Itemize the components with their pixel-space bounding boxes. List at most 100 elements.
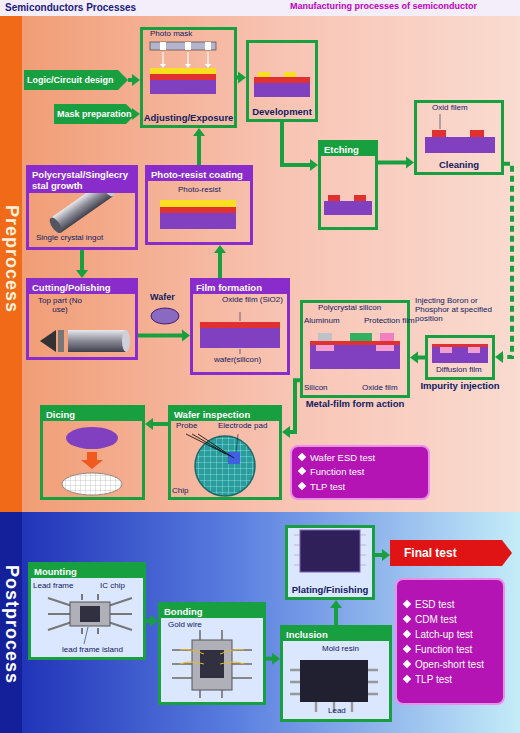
flow-line bbox=[290, 380, 300, 432]
part-label: Photo mask bbox=[150, 30, 192, 39]
material-box: Cutting/Polishing bbox=[26, 278, 138, 360]
step-name: Metal-film form action bbox=[306, 398, 405, 409]
page-title: Semiconductors Processes bbox=[5, 2, 136, 14]
part-label: Oxide film bbox=[362, 384, 398, 393]
part-label: Lead bbox=[328, 707, 346, 716]
flow-line bbox=[266, 657, 272, 661]
flow-line bbox=[375, 553, 382, 557]
arrow-head bbox=[182, 329, 190, 341]
part-label: Silicon bbox=[304, 384, 328, 393]
arrow-step: Mask preparation bbox=[54, 104, 136, 124]
flow-arrow bbox=[138, 329, 190, 341]
part-label: Single crystal ingot bbox=[36, 234, 103, 243]
step-name: Logic/Circuit design bbox=[27, 75, 114, 85]
step-name: Photo-resist coating bbox=[148, 168, 250, 181]
test-item: ESD test bbox=[403, 597, 497, 612]
part-label: Gold wire bbox=[168, 621, 202, 630]
flow-line bbox=[128, 78, 132, 82]
test-name: Open-short test bbox=[415, 659, 484, 670]
arrow-head bbox=[145, 418, 153, 430]
step-name: Bonding bbox=[161, 605, 263, 618]
arrow-head bbox=[382, 549, 390, 561]
process-box: Bonding bbox=[158, 602, 266, 705]
part-label: Electrode pad bbox=[218, 422, 267, 431]
bullet-diamond bbox=[403, 599, 411, 607]
test-name: Function test bbox=[310, 466, 364, 477]
test-item: CDM test bbox=[403, 612, 497, 627]
step-name: Etching bbox=[321, 143, 375, 156]
test-name: TLP test bbox=[310, 481, 345, 492]
flow-arrow bbox=[375, 549, 390, 561]
bullet-diamond bbox=[403, 674, 411, 682]
step-name: Final test bbox=[404, 546, 457, 560]
flow-line bbox=[197, 136, 201, 165]
part-label: Oxid filem bbox=[432, 104, 468, 113]
flow-arrow bbox=[378, 157, 414, 169]
process-box: Etching bbox=[318, 140, 378, 230]
arrow-head bbox=[193, 128, 205, 136]
bullet-diamond bbox=[298, 481, 306, 489]
test-item: Wafer ESD test bbox=[298, 451, 422, 465]
test-name: CDM test bbox=[415, 614, 457, 625]
step-name: Wafer inspection bbox=[171, 408, 279, 421]
step-name: Adjusting/Exposure bbox=[142, 112, 236, 125]
test-name: Wafer ESD test bbox=[310, 452, 375, 463]
flow-line bbox=[334, 608, 338, 625]
process-box: Development bbox=[246, 40, 318, 122]
flow-arrow bbox=[330, 600, 342, 625]
bullet-diamond bbox=[403, 644, 411, 652]
flow-arrow bbox=[76, 250, 88, 278]
test-item: TLP test bbox=[298, 480, 422, 494]
step-name: Impurity injection bbox=[420, 380, 499, 391]
part-label: IC chip bbox=[100, 582, 125, 591]
flow-arrow bbox=[214, 245, 226, 278]
flow-line bbox=[503, 164, 512, 357]
part-label: Injecting Boron or Phosphor at specified… bbox=[415, 297, 505, 323]
step-name: Cutting/Polishing bbox=[29, 281, 135, 294]
section-label: Postprocess bbox=[1, 565, 21, 684]
flow-arrow bbox=[495, 164, 512, 363]
subtitle: Manufacturing processes of semiconductor bbox=[290, 2, 477, 12]
test-item: TLP test bbox=[403, 672, 497, 687]
arrow-head bbox=[406, 157, 414, 169]
arrow-head bbox=[132, 74, 140, 86]
flow-line bbox=[218, 253, 222, 278]
part-label: Lead frame bbox=[33, 582, 73, 591]
test-name: Latch-up test bbox=[415, 629, 473, 640]
part-label: Wafer bbox=[150, 293, 175, 303]
part-label: Diffusion film bbox=[436, 366, 482, 375]
step-name: Cleaning bbox=[437, 159, 481, 172]
arrow-head bbox=[310, 159, 318, 171]
test-item: Latch-up test bbox=[403, 627, 497, 642]
section-label: Preprocess bbox=[1, 205, 21, 313]
bullet-diamond bbox=[403, 659, 411, 667]
flow-line bbox=[146, 619, 150, 623]
step-name: Plating/Finishing bbox=[290, 584, 371, 597]
process-box: Plating/Finishing bbox=[285, 525, 375, 600]
part-label: wafer(silicon) bbox=[214, 356, 261, 365]
process-box: Dicing bbox=[40, 405, 145, 500]
bullet-diamond bbox=[298, 467, 306, 475]
flow-arrow bbox=[266, 653, 280, 665]
flow-arrow bbox=[282, 122, 318, 171]
part-label: Mold resin bbox=[322, 645, 359, 654]
bullet-diamond bbox=[403, 629, 411, 637]
bullet-diamond bbox=[298, 453, 306, 461]
step-name: Dicing bbox=[43, 408, 142, 421]
test-name: TLP test bbox=[415, 674, 452, 685]
part-label: Probe bbox=[176, 422, 197, 431]
flow-arrow bbox=[410, 352, 425, 364]
part-label: lead frame island bbox=[62, 646, 123, 655]
part-label: Oxide film (SiO2) bbox=[222, 296, 284, 305]
part-label: Aluminum bbox=[304, 317, 340, 326]
arrow-head bbox=[272, 653, 280, 665]
part-label: Polycrystal silicon bbox=[318, 304, 381, 313]
test-item: Function test bbox=[403, 642, 497, 657]
step-name: Inclusion bbox=[283, 628, 389, 641]
part-label: Chip bbox=[172, 487, 188, 496]
arrow-head bbox=[214, 245, 226, 253]
arrow-head bbox=[282, 426, 290, 438]
arrow-head bbox=[150, 615, 158, 627]
test-name: ESD test bbox=[415, 599, 454, 610]
